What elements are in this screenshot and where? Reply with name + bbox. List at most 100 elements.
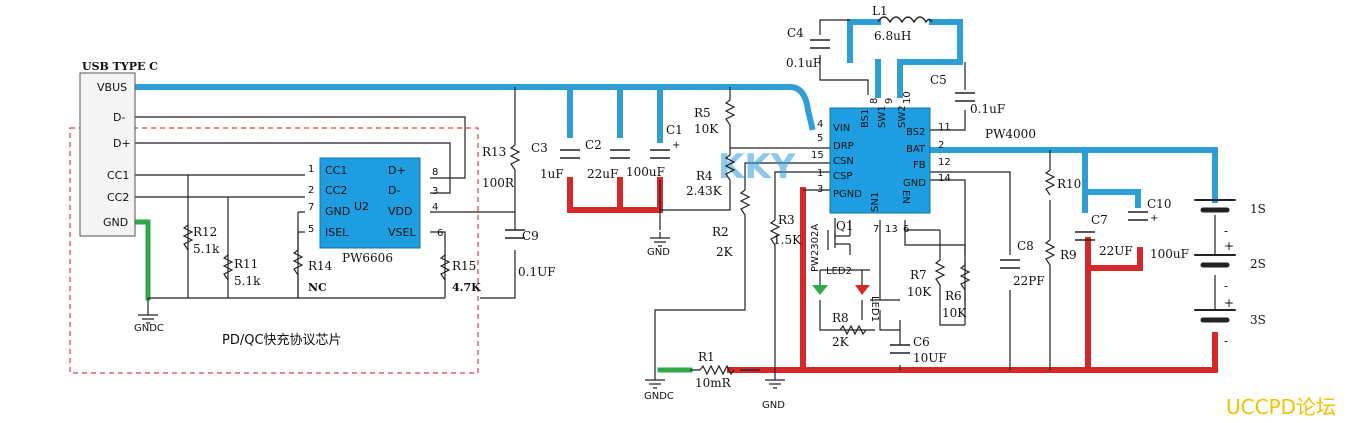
c6-symbol	[890, 344, 910, 354]
label-r1: R1	[698, 350, 715, 364]
u2-ref: U2	[354, 200, 369, 213]
u2-num: 2	[308, 185, 314, 196]
pin-vbus: VBUS	[97, 81, 127, 94]
r13-symbol	[509, 144, 521, 171]
u1-num: 4	[817, 119, 823, 130]
ground-symbols	[138, 237, 785, 389]
u1-name: PW4000	[985, 127, 1036, 141]
pin-cc1: CC1	[107, 169, 129, 182]
value-c4: 0.1uF	[786, 56, 821, 70]
value-r15: 4.7K	[452, 281, 481, 294]
label-c3: C3	[531, 141, 548, 155]
u1-num: 13	[885, 224, 898, 235]
label-q1-part: PW2302A	[810, 224, 821, 272]
u1-num: 6	[903, 224, 909, 235]
label-r14: R14	[308, 259, 333, 273]
r1-symbol	[699, 364, 735, 376]
c9-symbol	[505, 229, 525, 239]
pin-dplus: D+	[113, 137, 131, 150]
value-c6: 10UF	[913, 351, 947, 365]
pin-cc2: CC2	[107, 191, 129, 204]
u1-pin-csn: CSN	[833, 156, 854, 167]
r10-symbol	[1044, 169, 1056, 196]
plus-sign: +	[1224, 239, 1234, 253]
label-c1: C1	[666, 123, 683, 137]
u2-num: 3	[432, 186, 438, 197]
label-r3: R3	[778, 213, 795, 227]
value-r7: 10K	[907, 285, 932, 299]
r9-symbol	[1044, 239, 1056, 285]
value-c7: 22UF	[1099, 244, 1133, 258]
label-c9: C9	[522, 229, 539, 243]
u2-num: 7	[308, 202, 314, 213]
value-r11: 5.1k	[234, 274, 261, 288]
u1-chip: VIN DRP CSN CSP PGND BS2 BAT FB GND BS1 …	[811, 91, 1036, 235]
forum-watermark: UCCPD论坛	[1226, 395, 1336, 419]
label-r12: R12	[193, 225, 217, 239]
u1-pin-sw1: SW1	[877, 105, 888, 128]
c7-symbol	[1075, 231, 1095, 241]
label-c7: C7	[1091, 213, 1108, 227]
wires	[135, 19, 1216, 380]
label-gndc: GNDC	[134, 323, 164, 334]
led1-icon	[855, 285, 870, 295]
kky-logo: KKY	[718, 147, 796, 187]
r14-symbol	[292, 249, 304, 298]
value-r1: 10mR	[695, 376, 732, 390]
c10-symbol	[1128, 211, 1148, 221]
label-cell-3s: 3S	[1250, 313, 1266, 327]
c8-symbol	[1000, 259, 1020, 269]
u2-num: 5	[308, 224, 314, 235]
value-r4: 2.43K	[686, 184, 723, 198]
label-l1: L1	[872, 4, 888, 18]
label-c4: C4	[787, 26, 804, 40]
u1-num: 9	[884, 98, 895, 104]
r2-symbol	[739, 189, 751, 240]
c1-symbol	[650, 149, 670, 159]
value-c5: 0.1uF	[970, 102, 1005, 116]
u2-pin-isel: ISEL	[325, 226, 349, 239]
u1-pin-bs1: BS1	[860, 109, 871, 128]
label-r7: R7	[910, 268, 927, 282]
label-cell-2s: 2S	[1250, 257, 1266, 271]
u1-num: 8	[869, 98, 880, 104]
u1-pin-vin: VIN	[833, 123, 850, 134]
value-c3: 1uF	[540, 167, 564, 181]
label-r8: R8	[832, 311, 849, 325]
u1-num: 14	[938, 173, 951, 184]
label-q1: Q1	[836, 219, 853, 233]
r6-symbol	[959, 264, 971, 305]
value-c2: 22uF	[587, 167, 618, 181]
label-r13: R13	[482, 145, 506, 159]
value-r14: NC	[308, 281, 327, 294]
label-r11: R11	[234, 257, 258, 271]
c3-symbol	[560, 149, 580, 159]
u2-num: 1	[308, 164, 314, 175]
usb-title: USB TYPE C	[82, 60, 158, 73]
plus-sign: +	[1150, 213, 1158, 224]
minus-sign: -	[1224, 334, 1228, 348]
plus-sign: +	[1224, 296, 1234, 310]
r15-symbol	[439, 254, 451, 281]
r5-symbol	[724, 99, 736, 140]
r12-symbol	[182, 224, 194, 251]
value-r8: 2K	[832, 335, 850, 349]
u1-pin-sw2: SW2	[897, 105, 908, 128]
u2-pin-vdd: VDD	[388, 205, 412, 218]
r7-symbol	[934, 259, 946, 300]
u2-pin-cc2: CC2	[325, 184, 347, 197]
label-r6: R6	[945, 289, 962, 303]
u2-pin-cc1: CC1	[325, 164, 347, 177]
usb-connector: USB TYPE C VBUS D- D+ CC1 CC2 GND	[79, 60, 158, 237]
label-r15: R15	[452, 259, 476, 273]
minus-sign: -	[1224, 279, 1228, 293]
value-r2: 2K	[716, 245, 734, 259]
u2-num: 6	[437, 228, 443, 239]
label-cell-1s: 1S	[1250, 202, 1266, 216]
u2-pin-gnd: GND	[325, 205, 350, 218]
label-r10: R10	[1057, 177, 1081, 191]
r8-symbol	[839, 324, 867, 336]
component-labels: R13 100R R12 5.1k R11 5.1k R14 NC R15 4.…	[193, 4, 1189, 390]
u2-pin-vsel: VSEL	[388, 226, 416, 239]
